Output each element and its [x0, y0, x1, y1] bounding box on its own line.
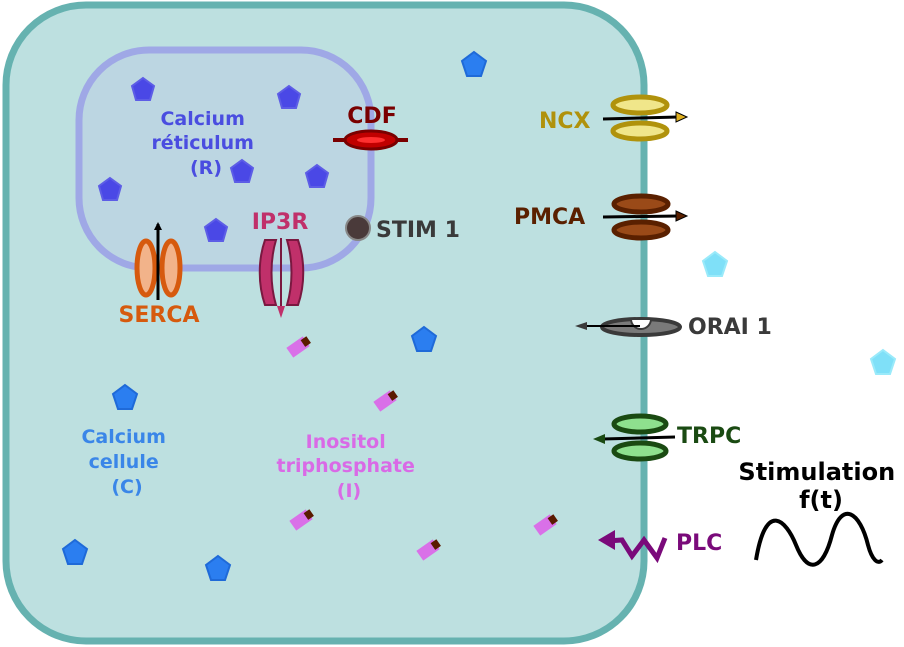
serca-pump: [134, 222, 183, 300]
ip3-molecule: [416, 539, 441, 561]
cell-label-line-3: (C): [111, 476, 142, 498]
orai1-channel: [575, 317, 682, 337]
cell-label-line-1: Calcium: [81, 426, 165, 448]
cell-calcium-ion: [111, 383, 139, 410]
cdf-label: CDF: [347, 104, 396, 129]
cell-calcium-ion: [460, 50, 488, 77]
extracellular-calcium-ion: [701, 250, 729, 277]
stimulation-label-line-2: f(t): [799, 486, 843, 514]
trpc-channel: [593, 413, 676, 462]
ip3-label: Inositol triphosphate (I): [277, 431, 422, 502]
reticulum-calcium-ion: [97, 176, 123, 201]
ip3r-label: IP3R: [252, 210, 309, 235]
stimulation-wave: [754, 511, 884, 567]
stimulation-label-line-1: Stimulation: [738, 458, 895, 486]
stimulation-label: Stimulation f(t): [738, 458, 903, 514]
reticulum-calcium-ion: [229, 158, 255, 183]
ip3-molecules: [286, 336, 558, 561]
plc-label: PLC: [676, 531, 722, 556]
ip3-label-line-1: Inositol: [306, 431, 386, 453]
cell-label-line-2: cellule: [89, 451, 159, 473]
reticulum-calcium-label: Calcium réticulum (R): [151, 108, 260, 179]
orai1-label: ORAI 1: [688, 315, 772, 340]
cell-calcium-ion: [410, 325, 438, 352]
reticulum-label-line-2: réticulum: [151, 132, 253, 154]
ip3-label-line-2: triphosphate: [277, 455, 415, 477]
reticulum-calcium-ion: [203, 217, 229, 242]
extracellular-calcium-ions: [701, 250, 897, 375]
extracellular-calcium-ion: [869, 348, 897, 375]
ip3r-channel: [258, 238, 305, 318]
cell-calcium-ion: [204, 554, 232, 581]
stim1-sensor: [345, 215, 371, 241]
reticulum-calcium-ion: [304, 163, 330, 188]
reticulum-label-line-3: (R): [190, 157, 222, 179]
ip3-molecule: [289, 509, 314, 531]
pmca-pump: [602, 193, 689, 241]
cell-calcium-ions: [61, 50, 488, 581]
ncx-label: NCX: [539, 109, 591, 134]
ncx-exchanger: [602, 94, 689, 142]
cell-calcium-label: Calcium cellule (C): [81, 426, 172, 498]
serca-label: SERCA: [119, 303, 200, 328]
reticulum-calcium-ions: [97, 76, 330, 242]
cdf-channel: [333, 129, 408, 151]
ip3-molecule: [533, 514, 558, 536]
trpc-label: TRPC: [677, 424, 741, 449]
stim1-label: STIM 1: [376, 218, 460, 243]
ip3-label-line-3: (I): [337, 480, 361, 502]
reticulum-calcium-ion: [130, 76, 156, 101]
ip3-molecule: [286, 336, 311, 358]
pmca-label: PMCA: [514, 205, 585, 230]
reticulum-label-line-1: Calcium: [160, 108, 244, 130]
ip3-molecule: [373, 390, 398, 412]
cell-calcium-ion: [61, 538, 89, 565]
reticulum-calcium-ion: [276, 84, 302, 109]
plc-enzyme: [598, 530, 668, 564]
